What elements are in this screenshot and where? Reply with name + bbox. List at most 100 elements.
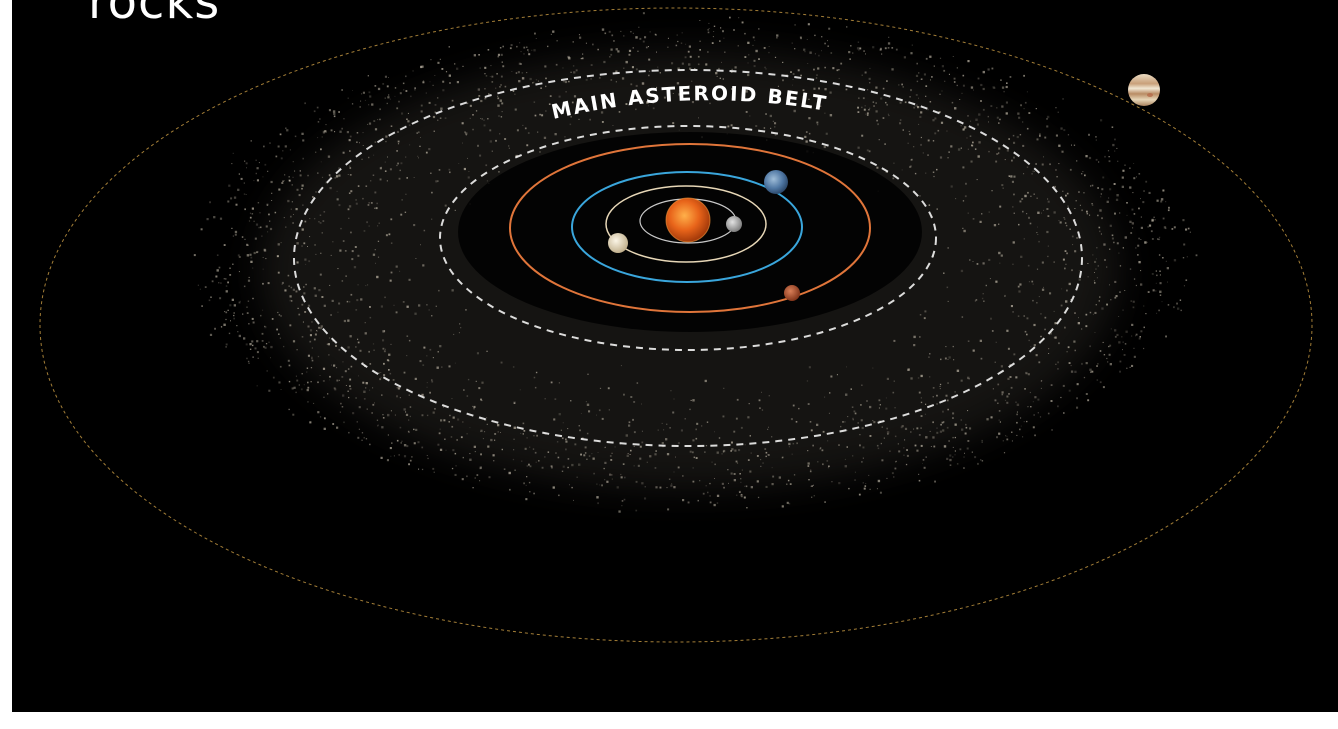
asteroid-particle xyxy=(577,98,580,101)
asteroid-particle xyxy=(836,69,839,72)
asteroid-particle xyxy=(253,251,256,255)
asteroid-particle xyxy=(864,71,867,74)
asteroid-particle xyxy=(731,68,733,71)
asteroid-particle xyxy=(434,111,437,114)
asteroid-particle xyxy=(621,77,625,80)
asteroid-particle xyxy=(335,344,337,347)
asteroid-particle xyxy=(504,138,507,140)
asteroid-particle xyxy=(318,326,320,329)
mars-orbit xyxy=(509,143,871,313)
asteroid-particle xyxy=(309,236,311,238)
asteroid-particle xyxy=(641,441,644,444)
asteroid-particle xyxy=(262,282,264,285)
asteroid-particle xyxy=(735,460,738,463)
asteroid-particle xyxy=(733,29,735,31)
asteroid-particle xyxy=(292,413,295,416)
asteroid-particle xyxy=(219,217,223,220)
asteroid-particle xyxy=(709,501,712,504)
asteroid-particle xyxy=(1189,231,1191,233)
asteroid-particle xyxy=(719,40,721,42)
asteroid-particle xyxy=(1108,156,1110,158)
asteroid-particle xyxy=(966,137,968,139)
asteroid-particle xyxy=(1057,111,1059,113)
asteroid-particle xyxy=(512,458,515,461)
asteroid-particle xyxy=(986,418,989,421)
asteroid-particle xyxy=(338,174,341,177)
asteroid-particle xyxy=(979,220,982,223)
asteroid-particle xyxy=(848,487,850,490)
asteroid-particle xyxy=(227,200,230,203)
asteroid-particle xyxy=(1096,379,1099,381)
asteroid-particle xyxy=(415,428,418,431)
asteroid-particle xyxy=(694,68,696,70)
asteroid-particle xyxy=(365,382,368,385)
asteroid-particle xyxy=(551,466,553,469)
asteroid-particle xyxy=(644,36,647,39)
asteroid-particle xyxy=(1030,195,1032,197)
asteroid-particle xyxy=(314,333,317,336)
asteroid-particle xyxy=(648,58,651,61)
asteroid-particle xyxy=(1121,336,1123,338)
asteroid-particle xyxy=(933,65,935,67)
asteroid-particle xyxy=(633,431,636,434)
asteroid-particle xyxy=(502,45,504,48)
asteroid-particle xyxy=(879,404,881,406)
asteroid-particle xyxy=(547,45,549,48)
asteroid-particle xyxy=(891,47,894,49)
asteroid-particle xyxy=(906,449,908,451)
asteroid-particle xyxy=(368,225,370,227)
asteroid-particle xyxy=(466,475,468,478)
asteroid-particle xyxy=(1012,206,1014,208)
asteroid-particle xyxy=(1016,434,1018,436)
asteroid-particle xyxy=(872,420,874,422)
asteroid-particle xyxy=(1137,254,1139,256)
asteroid-particle xyxy=(342,361,344,363)
asteroid-particle xyxy=(638,26,640,28)
asteroid-particle xyxy=(857,111,860,113)
asteroid-particle xyxy=(351,103,354,105)
asteroid-particle xyxy=(918,434,921,436)
asteroid-particle xyxy=(652,107,655,110)
asteroid-particle xyxy=(1092,313,1094,315)
asteroid-particle xyxy=(362,132,364,134)
asteroid-particle xyxy=(838,69,840,71)
asteroid-particle xyxy=(247,300,250,302)
asteroid-particle xyxy=(251,207,254,210)
asteroid-particle xyxy=(981,441,983,443)
asteroid-particle xyxy=(980,357,983,360)
asteroid-particle xyxy=(816,74,818,76)
asteroid-particle xyxy=(736,398,739,401)
asteroid-particle xyxy=(758,399,761,402)
asteroid-particle xyxy=(948,151,950,153)
asteroid-particle xyxy=(500,432,501,433)
asteroid-particle xyxy=(437,119,439,121)
asteroid-particle xyxy=(201,305,203,307)
asteroid-particle xyxy=(733,479,736,482)
asteroid-particle xyxy=(414,87,416,89)
asteroid-particle xyxy=(411,456,413,458)
asteroid-particle xyxy=(641,100,644,103)
asteroid-particle xyxy=(538,460,540,462)
asteroid-particle xyxy=(296,349,298,351)
asteroid-particle xyxy=(301,132,304,135)
asteroid-particle xyxy=(348,205,352,208)
asteroid-particle xyxy=(633,465,635,467)
asteroid-particle xyxy=(218,266,221,269)
asteroid-particle xyxy=(929,430,931,432)
asteroid-particle xyxy=(553,418,556,421)
asteroid-particle xyxy=(1156,274,1158,277)
asteroid-particle xyxy=(647,46,649,48)
asteroid-particle xyxy=(533,376,536,379)
asteroid-particle xyxy=(348,301,351,303)
asteroid-particle xyxy=(415,258,417,259)
asteroid-particle xyxy=(1122,349,1123,351)
asteroid-particle xyxy=(395,311,398,314)
asteroid-particle xyxy=(310,381,312,383)
asteroid-particle xyxy=(1119,360,1122,363)
asteroid-particle xyxy=(753,65,756,68)
asteroid-particle xyxy=(1027,264,1030,267)
asteroid-particle xyxy=(251,317,254,320)
asteroid-particle xyxy=(528,481,531,484)
asteroid-particle xyxy=(384,170,387,172)
asteroid-particle xyxy=(659,72,661,74)
